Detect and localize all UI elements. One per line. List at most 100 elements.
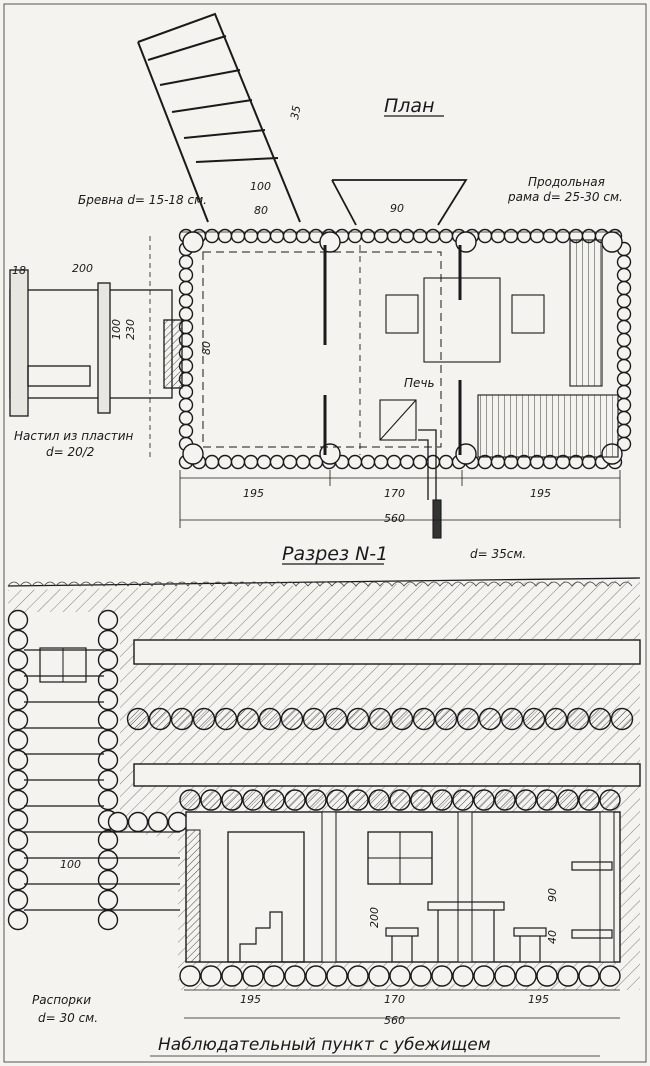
plan-log <box>490 228 506 244</box>
plan-log <box>503 228 519 244</box>
shaft-log <box>7 709 29 731</box>
plan-log <box>230 228 246 244</box>
plan-log <box>386 454 402 470</box>
plan-log <box>555 228 571 244</box>
shaft-log <box>7 689 29 711</box>
shaft-log <box>7 629 29 651</box>
shaft-log <box>97 749 119 771</box>
plan-log <box>425 228 441 244</box>
plan-view: План 35 100 80 90 Бревна d= 15-18 см. Пр… <box>9 12 632 539</box>
shaft-log <box>7 909 29 931</box>
section-log <box>242 789 264 811</box>
section-log <box>200 789 222 811</box>
plan-corner-post <box>319 231 341 253</box>
section-log <box>536 789 558 811</box>
brace-label-line1: Распорки <box>32 993 91 1007</box>
section-log <box>389 965 411 987</box>
dim-100v: 100 <box>110 319 123 340</box>
plan-log <box>256 228 272 244</box>
plan-log <box>616 345 632 361</box>
plan-log <box>360 228 376 244</box>
shaft-log <box>7 809 29 831</box>
plan-log <box>386 228 402 244</box>
section-log <box>452 789 474 811</box>
dim-35: 35 <box>288 104 303 120</box>
section-log <box>302 707 326 731</box>
section-log <box>284 965 306 987</box>
plan-log <box>616 293 632 309</box>
section-log <box>263 965 285 987</box>
section-title: Разрез N-1 <box>282 543 388 565</box>
dim-200: 200 <box>72 262 93 275</box>
section-log <box>500 707 524 731</box>
section-log <box>258 707 282 731</box>
plan-log <box>438 454 454 470</box>
section-log <box>200 965 222 987</box>
section-log <box>588 707 612 731</box>
frame-label-line2: рама d= 25-30 см. <box>507 190 623 204</box>
entrance-ladder <box>137 12 301 223</box>
shaft-log <box>7 609 29 631</box>
shaft-log <box>97 609 119 631</box>
plan-log <box>616 267 632 283</box>
section-log <box>368 707 392 731</box>
section-log <box>412 707 436 731</box>
plan-log <box>616 371 632 387</box>
plan-log <box>529 228 545 244</box>
plan-log <box>477 228 493 244</box>
plan-dim-195a: 195 <box>243 487 264 500</box>
section-log <box>473 789 495 811</box>
section-log <box>473 965 495 987</box>
plan-log <box>178 423 194 439</box>
shaft-log <box>97 709 119 731</box>
section-log <box>179 789 201 811</box>
section-log <box>434 707 458 731</box>
section-log <box>126 707 150 731</box>
plan-log <box>360 454 376 470</box>
section-log <box>522 707 546 731</box>
section-log <box>578 789 600 811</box>
shaft-log <box>107 811 129 833</box>
section-log <box>324 707 348 731</box>
shaft-log <box>97 689 119 711</box>
section-log <box>389 789 411 811</box>
plan-log <box>616 358 632 374</box>
shaft-log <box>97 889 119 911</box>
brace-label-line2: d= 30 см. <box>38 1011 98 1025</box>
section-log <box>179 965 201 987</box>
shaft-log <box>127 811 149 833</box>
section-log <box>263 789 285 811</box>
plan-log <box>230 454 246 470</box>
lower-beam <box>133 763 641 787</box>
section-log <box>544 707 568 731</box>
section-log <box>610 707 634 731</box>
shaft-log <box>97 789 119 811</box>
plan-log <box>616 306 632 322</box>
shaft-log <box>97 849 119 871</box>
plan-log <box>412 228 428 244</box>
plan-log <box>616 254 632 270</box>
plan-title: План <box>384 95 435 117</box>
section-furniture <box>385 861 613 962</box>
section-log <box>242 965 264 987</box>
room-interior <box>185 811 621 963</box>
shaft-log <box>7 889 29 911</box>
plan-log <box>542 228 558 244</box>
section-log <box>515 965 537 987</box>
section-log <box>368 789 390 811</box>
plan-log <box>616 397 632 413</box>
plan-log <box>178 267 194 283</box>
shaft-log <box>167 811 189 833</box>
drawing-caption: Наблюдательный пункт с убежищем <box>158 1035 491 1055</box>
section-log <box>431 965 453 987</box>
section-log <box>305 965 327 987</box>
shaft-log <box>7 789 29 811</box>
plan-log <box>217 228 233 244</box>
sec-dim-40: 40 <box>546 930 559 944</box>
plan-dim-560: 560 <box>384 512 405 525</box>
plan-log <box>204 454 220 470</box>
section-log <box>431 789 453 811</box>
plan-log <box>178 293 194 309</box>
dim-80: 80 <box>254 204 268 217</box>
plan-log <box>616 332 632 348</box>
